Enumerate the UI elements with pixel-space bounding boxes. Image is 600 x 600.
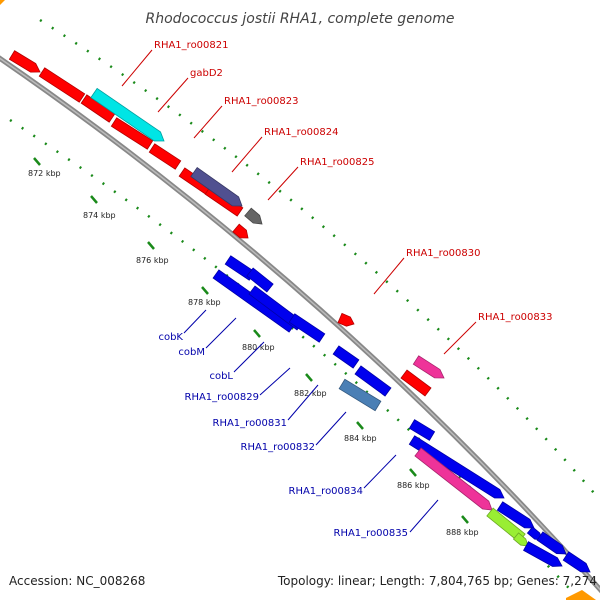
forward-callout-line bbox=[193, 105, 223, 139]
accession-text: Accession: NC_008268 bbox=[9, 574, 146, 588]
reverse-callout-line bbox=[287, 384, 319, 421]
reverse-callout-line bbox=[315, 411, 347, 446]
tick-label: 886 kbp bbox=[397, 481, 430, 490]
reverse-gene-label: cobL bbox=[209, 371, 233, 382]
reverse-callout-line bbox=[183, 309, 207, 334]
gene-arrow bbox=[332, 345, 360, 369]
tick-label: 874 kbp bbox=[83, 211, 116, 220]
reverse-gene-label: cobK bbox=[158, 332, 183, 343]
reverse-callout-line bbox=[409, 499, 439, 533]
reverse-gene-label: RHA1_ro00834 bbox=[289, 486, 364, 497]
reverse-callout-line bbox=[233, 341, 265, 373]
reverse-callout-line bbox=[363, 454, 397, 489]
gene-arrow bbox=[412, 355, 445, 379]
tick-mark bbox=[305, 373, 313, 382]
genome-summary-text: Topology: linear; Length: 7,804,765 bp; … bbox=[277, 574, 597, 588]
tick-label: 878 kbp bbox=[188, 298, 221, 307]
forward-gene-label: gabD2 bbox=[190, 68, 223, 79]
dotted-guide-forward-outer bbox=[39, 18, 600, 501]
tick-label: 876 kbp bbox=[136, 256, 169, 265]
tick-mark bbox=[253, 329, 261, 338]
tick-mark bbox=[461, 515, 469, 524]
map-title: Rhodococcus jostii RHA1, complete genome bbox=[145, 11, 454, 27]
gene-arrow bbox=[338, 378, 382, 412]
gene-arrow bbox=[80, 94, 116, 123]
tick-mark bbox=[201, 286, 209, 295]
forward-gene-label: RHA1_ro00830 bbox=[406, 248, 481, 259]
forward-gene-label: RHA1_ro00824 bbox=[264, 127, 339, 138]
forward-callout-line bbox=[231, 136, 263, 173]
gene-features bbox=[8, 50, 591, 573]
tick-label: 872 kbp bbox=[28, 169, 61, 178]
gene-arrow bbox=[232, 223, 249, 239]
tick-mark bbox=[409, 468, 417, 477]
gene-arrow bbox=[408, 419, 436, 441]
gene-arrow bbox=[414, 447, 493, 511]
gene-arrow bbox=[90, 87, 165, 142]
forward-callout-line bbox=[373, 257, 405, 295]
tick-label: 884 kbp bbox=[344, 434, 377, 443]
forward-callout-line bbox=[443, 321, 477, 355]
tick-mark bbox=[90, 195, 98, 204]
gene-arrow bbox=[536, 531, 567, 555]
gene-arrow bbox=[512, 532, 529, 547]
reverse-callout-line bbox=[259, 367, 291, 396]
gene-arrow bbox=[244, 207, 263, 225]
gene-arrow bbox=[38, 67, 86, 103]
gene-arrow bbox=[400, 369, 432, 397]
gene-callouts: RHA1_ro00821 gabD2RHA1_ro00823RHA1_ro0082… bbox=[121, 40, 553, 539]
dotted-guide-reverse-outer bbox=[9, 118, 581, 600]
gene-arrow bbox=[8, 50, 41, 73]
tick-mark bbox=[33, 157, 41, 166]
forward-gene-label: RHA1_ro00825 bbox=[300, 157, 375, 168]
genome-backbone-highlight bbox=[0, 57, 600, 591]
gene-arrow bbox=[148, 143, 182, 170]
forward-callout-line bbox=[157, 77, 189, 113]
forward-gene-label: RHA1_ro00821 bbox=[154, 40, 229, 51]
gene-arrow bbox=[408, 435, 505, 499]
edge-feature-top-left bbox=[0, 0, 5, 5]
gene-arrow bbox=[496, 501, 535, 529]
reverse-callout-line bbox=[205, 317, 237, 349]
gene-arrow bbox=[523, 541, 563, 567]
tick-mark bbox=[356, 421, 364, 430]
gene-arrow bbox=[246, 267, 274, 293]
reverse-gene-label: cobM bbox=[178, 347, 205, 358]
reverse-gene-label: RHA1_ro00831 bbox=[213, 418, 288, 429]
gene-arrow bbox=[288, 313, 326, 343]
gene-arrow bbox=[337, 312, 355, 327]
tick-guide-lines bbox=[9, 18, 600, 600]
gene-arrow bbox=[110, 117, 154, 150]
reverse-gene-label: RHA1_ro00829 bbox=[185, 392, 260, 403]
forward-callout-line bbox=[267, 166, 299, 201]
reverse-gene-label: RHA1_ro00835 bbox=[334, 528, 409, 539]
gene-arrow bbox=[562, 551, 591, 573]
forward-gene-label: RHA1_ro00833 bbox=[478, 312, 553, 323]
gene-arrow bbox=[486, 507, 526, 543]
reverse-gene-label: RHA1_ro00832 bbox=[241, 442, 316, 453]
gene-arrow bbox=[354, 365, 392, 397]
gene-arrow bbox=[190, 166, 243, 207]
edge-feature-bottom-right bbox=[566, 590, 596, 600]
forward-callout-line bbox=[121, 49, 153, 87]
tick-mark bbox=[147, 241, 155, 250]
forward-gene-label: RHA1_ro00823 bbox=[224, 96, 299, 107]
tick-label: 888 kbp bbox=[446, 528, 479, 537]
